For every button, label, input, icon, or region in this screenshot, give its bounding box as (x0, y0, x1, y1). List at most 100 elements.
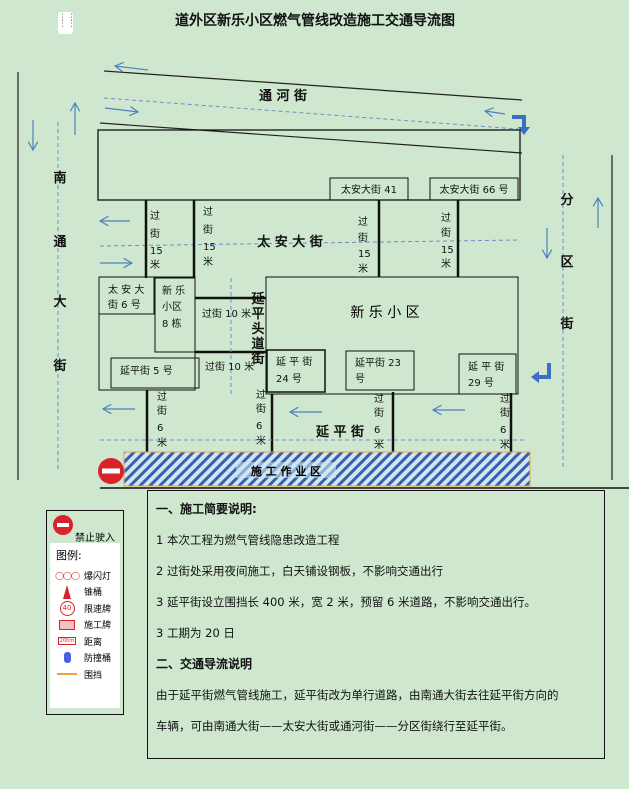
svg-text:街: 街 (358, 231, 368, 244)
svg-text:大: 大 (53, 294, 66, 310)
legend-item: 锥桶 (56, 584, 114, 601)
construction-sign-icon (56, 619, 78, 630)
building-yanping-5: 延平街 5 号 (110, 357, 200, 389)
svg-text:15: 15 (203, 242, 216, 253)
notes-line: 2 过街处采用夜间施工，白天铺设钢板，不影响交通出行 (156, 564, 443, 578)
svg-text:太 安 大: 太 安 大 (108, 283, 144, 296)
construction-notes: 一、施工简要说明: 1 本次工程为燃气管线隐患改造工程 2 过街处采用夜间施工，… (147, 490, 605, 759)
svg-text:米: 米 (374, 438, 384, 451)
svg-text:街: 街 (150, 227, 160, 240)
svg-text:太安大街 66 号: 太安大街 66 号 (439, 183, 508, 196)
crossing-15m-label: 过街 15 米 (203, 205, 216, 268)
svg-text:街: 街 (559, 316, 573, 332)
drag-handle-icon[interactable]: ⋮⋮⋮⋮ (58, 12, 76, 34)
legend-no-entry-label: 禁止驶入 (75, 533, 115, 544)
svg-text:街: 街 (500, 406, 510, 419)
svg-text:新 乐: 新 乐 (162, 284, 185, 297)
svg-text:延平街 5 号: 延平街 5 号 (120, 364, 173, 377)
no-entry-icon (53, 515, 73, 535)
no-entry-icon (98, 458, 124, 484)
building-yanping-24: 延 平 街 24 号 (266, 349, 326, 393)
svg-text:头: 头 (251, 321, 264, 337)
building-yanping-29: 延 平 街 29 号 (458, 353, 517, 395)
svg-text:太安大街 41: 太安大街 41 (341, 183, 397, 196)
svg-text:通: 通 (53, 234, 66, 250)
fence-icon (56, 673, 78, 676)
crossing-15m-label: 过街 15 米 (358, 215, 371, 275)
svg-text:延 平 街: 延 平 街 (276, 355, 312, 368)
svg-text:街: 街 (374, 406, 384, 419)
svg-text:米: 米 (203, 255, 213, 268)
svg-text:过: 过 (203, 205, 213, 218)
legend-item: 围挡 (56, 666, 114, 683)
svg-text:6: 6 (500, 425, 506, 436)
svg-text:15: 15 (358, 249, 371, 260)
flash-light-icon: ◯◯◯ (55, 570, 80, 580)
svg-text:米: 米 (157, 436, 167, 449)
notes-line: 3 延平街设立围挡长 400 米，宽 2 米，预留 6 米道路，不影响交通出行。 (156, 595, 536, 609)
svg-text:6: 6 (374, 425, 380, 436)
svg-text:南: 南 (53, 170, 66, 186)
svg-text:24 号: 24 号 (276, 373, 302, 385)
turn-arrow-icon (512, 115, 530, 135)
fenqu-street-label: 分 区 街 (559, 192, 573, 332)
notes-line: 1 本次工程为燃气管线隐患改造工程 (156, 533, 340, 547)
svg-text:米: 米 (256, 434, 266, 447)
svg-text:米: 米 (441, 257, 451, 270)
yanping-street-label: 延 平 街 (315, 424, 364, 440)
svg-text:街: 街 (441, 226, 451, 239)
svg-text:施 工 作 业 区: 施 工 作 业 区 (251, 464, 321, 478)
svg-text:街: 街 (52, 358, 66, 374)
tonghe-street: 通 河 街 (99, 70, 523, 154)
svg-text:米: 米 (150, 258, 160, 271)
building-yanping-23: 延平街 23 号 (345, 350, 415, 391)
speed-limit-icon: 40 (56, 600, 78, 616)
taian-street-label: 太 安 大 街 (256, 234, 323, 250)
legend-item: 防撞桶 (56, 650, 114, 667)
svg-text:延 平 街: 延 平 街 (468, 360, 504, 373)
traffic-arrows (33, 66, 598, 412)
svg-text:米: 米 (500, 438, 510, 451)
svg-text:号: 号 (355, 373, 365, 385)
yanping-toudao-street-label: 延 平 头 道 街 (250, 291, 265, 367)
building-taian-66: 太安大街 66 号 (429, 177, 519, 201)
notes-line: 由于延平街燃气管线施工，延平街改为单行道路，由南通大街去往延平街方向的 (156, 688, 559, 702)
building-taian-41: 太安大街 41 (329, 177, 409, 201)
svg-text:8 栋: 8 栋 (162, 317, 182, 330)
svg-text:延: 延 (250, 291, 265, 307)
svg-text:过: 过 (358, 215, 368, 228)
svg-text:米: 米 (358, 262, 368, 275)
svg-text:分: 分 (560, 192, 573, 208)
notes-line: 3 工期为 20 日 (156, 626, 235, 640)
xinle-community: 新 乐 小 区 (265, 276, 519, 395)
svg-text:过: 过 (441, 211, 451, 224)
north-block (97, 129, 521, 201)
nantong-street-label: 南 通 大 街 (52, 170, 66, 374)
tonghe-street-label: 通 河 街 (259, 88, 307, 104)
building-xinle-8: 新 乐 小区 8 栋 (154, 277, 196, 353)
svg-text:过: 过 (500, 392, 510, 405)
svg-text:过: 过 (150, 209, 160, 222)
svg-text:延平街 23: 延平街 23 (355, 356, 401, 369)
crash-barrel-icon (56, 652, 78, 664)
svg-text:小区: 小区 (162, 301, 182, 313)
svg-text:街: 街 (203, 223, 213, 236)
svg-text:街: 街 (250, 351, 264, 367)
svg-text:6: 6 (157, 423, 163, 434)
turn-arrow-icon (531, 363, 551, 383)
svg-text:新 乐 小 区: 新 乐 小 区 (350, 305, 419, 321)
legend-title: 图例: (56, 549, 82, 562)
svg-text:29 号: 29 号 (468, 377, 494, 389)
svg-text:过: 过 (157, 390, 167, 403)
svg-text:过: 过 (256, 388, 266, 401)
traffic-cone-icon (56, 584, 78, 599)
notes-line: 车辆，可由南通大街——太安大街或通河街——分区街绕行至延平街。 (156, 719, 513, 733)
